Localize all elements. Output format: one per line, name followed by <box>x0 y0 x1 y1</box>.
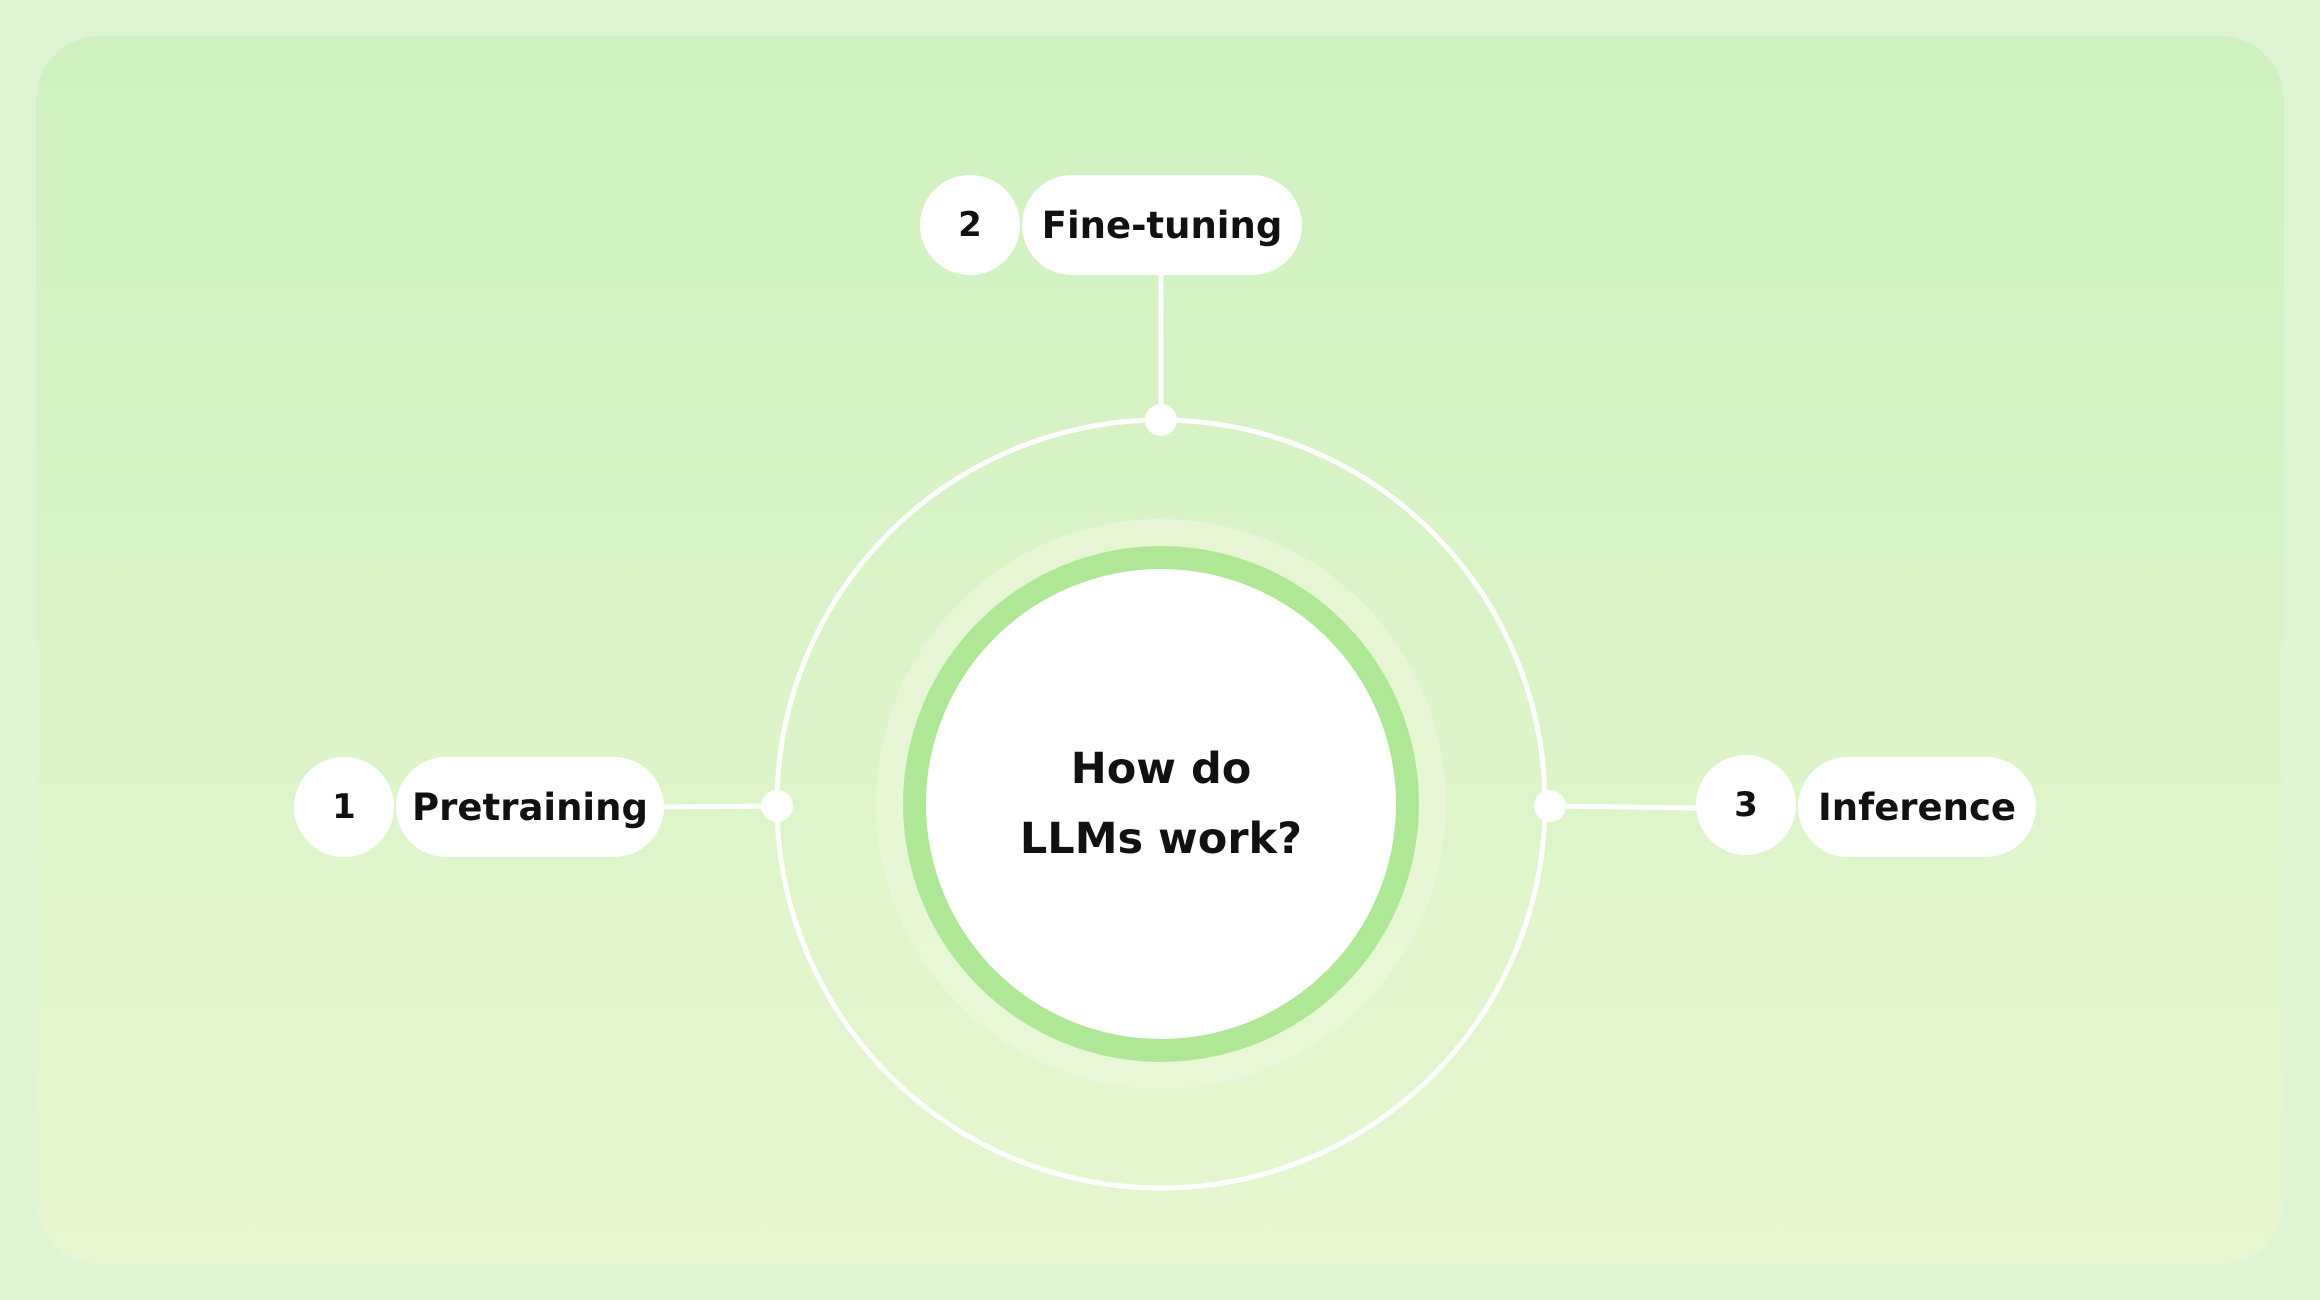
step-label-pretraining: Pretraining <box>396 757 664 857</box>
junction-dot-left <box>761 790 793 822</box>
connector-inference <box>1549 803 1701 811</box>
junction-dot-right <box>1534 790 1566 822</box>
step-label-inference: Inference <box>1798 757 2036 857</box>
step-label-fine-tuning: Fine-tuning <box>1022 175 1302 275</box>
center-title-line-2: LLMs work? <box>1019 814 1303 864</box>
center-title-line-1: How do <box>1070 744 1252 794</box>
step-number-2: 2 <box>920 175 1020 275</box>
center-hub: How do LLMs work? <box>926 569 1396 1039</box>
step-number-3: 3 <box>1696 755 1796 855</box>
step-number-1: 1 <box>294 757 394 857</box>
connector-pretraining <box>659 803 778 810</box>
junction-dot-top <box>1145 404 1177 436</box>
center-title: How do LLMs work? <box>981 734 1341 874</box>
